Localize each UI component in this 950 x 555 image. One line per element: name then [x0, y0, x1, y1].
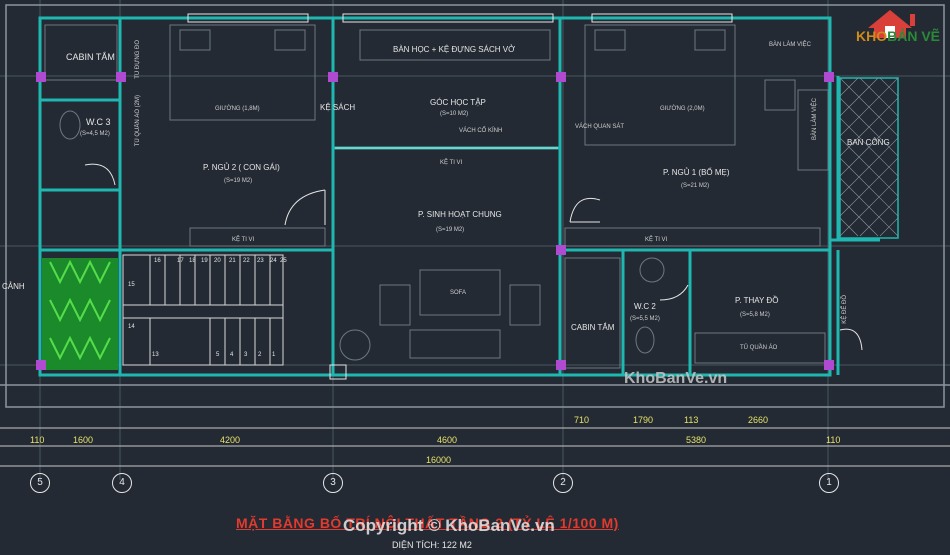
label-ngu1-area: (S=21 M2) — [681, 183, 710, 189]
grid-lines — [0, 0, 950, 480]
label-thay-do-area: (S=5,8 M2) — [740, 312, 770, 318]
axis-bubble: 1 — [819, 473, 839, 493]
stair-number: 2 — [258, 352, 262, 358]
stair-number: 18 — [189, 258, 196, 264]
dimension-middle: 5380 — [686, 435, 707, 445]
label-wc2-area: (S=5,5 M2) — [630, 316, 660, 322]
walls — [38, 16, 880, 377]
label-vach-quan-sat: VÁCH QUAN SÁT — [575, 124, 625, 130]
label-ngu2-area: (S=19 M2) — [224, 178, 253, 184]
label-tu-dung-do: TỦ ĐỰNG ĐỒ — [135, 40, 141, 79]
label-giuong-1: GIƯỜNG (1,8M) — [215, 106, 260, 112]
label-goc-hoc-tap-area: (S=10 M2) — [440, 111, 469, 117]
dimension-middle: 110 — [826, 435, 841, 445]
watermark-bottom: Copyright © KhoBanVe.vn — [343, 516, 555, 535]
logo-text: KHOBẢN VẼ — [856, 28, 941, 44]
stair-number: 17 — [177, 258, 184, 264]
label-sofa: SOFA — [450, 290, 467, 296]
axis-bubble: 4 — [112, 473, 132, 493]
stair-number: 5 — [216, 352, 220, 358]
stair-number: 15 — [128, 282, 135, 288]
label-tu-quan-ao-left: TỦ QUẦN ÁO (2M) — [135, 95, 141, 147]
label-ke-tivi-top: KỆ TI VI — [440, 160, 463, 166]
drawing-subtitle: DIỆN TÍCH: 122 M2 — [392, 540, 472, 550]
logo-icon — [868, 10, 915, 38]
stair-number: 25 — [280, 258, 287, 264]
window-marks — [187, 13, 733, 380]
label-ban-cong: BAN CÔNG — [847, 138, 890, 147]
dimension-middle: 4600 — [437, 435, 458, 445]
garden-plants — [42, 258, 118, 370]
label-ngu1: P. NGỦ 1 (BỐ MẸ) — [663, 168, 730, 177]
label-ke-de-do: KỆ ĐỂ ĐỒ — [842, 295, 848, 324]
stair-number: 19 — [201, 258, 208, 264]
dimension-middle: 4200 — [220, 435, 241, 445]
label-wc3-area: (S=4,5 M2) — [80, 131, 110, 137]
label-goc-hoc-tap: GÓC HỌC TẬP — [430, 98, 486, 107]
label-tu-quan-ao-right: TỦ QUẦN ÁO — [740, 345, 778, 351]
label-sinh-hoat: P. SINH HOẠT CHUNG — [418, 210, 502, 219]
drawing-title: MẶT BẰNG BỐ TRÍ NỘI THẤT TẦNG 2 (TỶ LỆ 1… — [236, 515, 619, 531]
label-cabin-tam-top: CABIN TẮM — [66, 52, 115, 62]
axis-bubble: 3 — [323, 473, 343, 493]
furniture-outlines — [44, 24, 829, 369]
axis-bubble: 5 — [30, 473, 50, 493]
stair-number: 20 — [214, 258, 221, 264]
label-ban-lam-viec-side: BÀN LÀM VIỆC — [812, 98, 818, 141]
stair-number: 24 — [270, 258, 277, 264]
dimension-middle: 1600 — [73, 435, 94, 445]
dimension-upper: 1790 — [633, 415, 654, 425]
label-ban-hoc: BÀN HỌC + KỆ ĐỰNG SÁCH VỞ — [393, 45, 515, 54]
door-swings — [84, 163, 863, 351]
stair-number: 16 — [154, 258, 161, 264]
label-vach-kinh: VÁCH CỔ KÍNH — [459, 128, 503, 134]
dimension-total: 16000 — [426, 455, 452, 465]
label-canh: CẢNH — [2, 282, 25, 291]
stair-number: 14 — [128, 324, 135, 330]
label-ban-lam-viec-top: BÀN LÀM VIỆC — [769, 42, 812, 48]
dimension-lines — [0, 427, 950, 467]
balcony-hatch — [839, 77, 899, 239]
columns — [36, 72, 834, 370]
dimension-middle: 110 — [30, 435, 45, 445]
outer-frame — [0, 4, 950, 408]
watermark-mid: KhoBanVe.vn — [624, 370, 728, 387]
staircase — [122, 254, 284, 366]
stair-number: 4 — [230, 352, 234, 358]
label-cabin-tam-bottom: CABIN TẮM — [571, 323, 615, 332]
stair-number: 21 — [229, 258, 236, 264]
label-sinh-hoat-area: (S=19 M2) — [436, 227, 465, 233]
dimension-upper: 2660 — [748, 415, 769, 425]
label-thay-do: P. THAY ĐỒ — [735, 296, 779, 305]
label-giuong-2: GIƯỜNG (2,0M) — [660, 106, 705, 112]
stair-number: 3 — [244, 352, 248, 358]
label-ke-tivi-right: KỆ TI VI — [645, 237, 668, 243]
stair-number: 1 — [272, 352, 276, 358]
stair-number: 23 — [257, 258, 264, 264]
label-wc3: W.C 3 — [86, 117, 111, 127]
label-ngu2: P. NGỦ 2 ( CON GÁI) — [203, 163, 280, 172]
stair-number: 22 — [243, 258, 250, 264]
axis-bubble: 2 — [553, 473, 573, 493]
label-ke-sach: KỆ SÁCH — [320, 103, 356, 112]
dimension-upper: 113 — [684, 415, 699, 425]
stair-number: 13 — [152, 352, 159, 358]
dimension-upper: 710 — [574, 415, 590, 425]
label-wc2: W.C 2 — [634, 302, 656, 311]
label-ke-tivi-left: KỆ TI VI — [232, 237, 255, 243]
